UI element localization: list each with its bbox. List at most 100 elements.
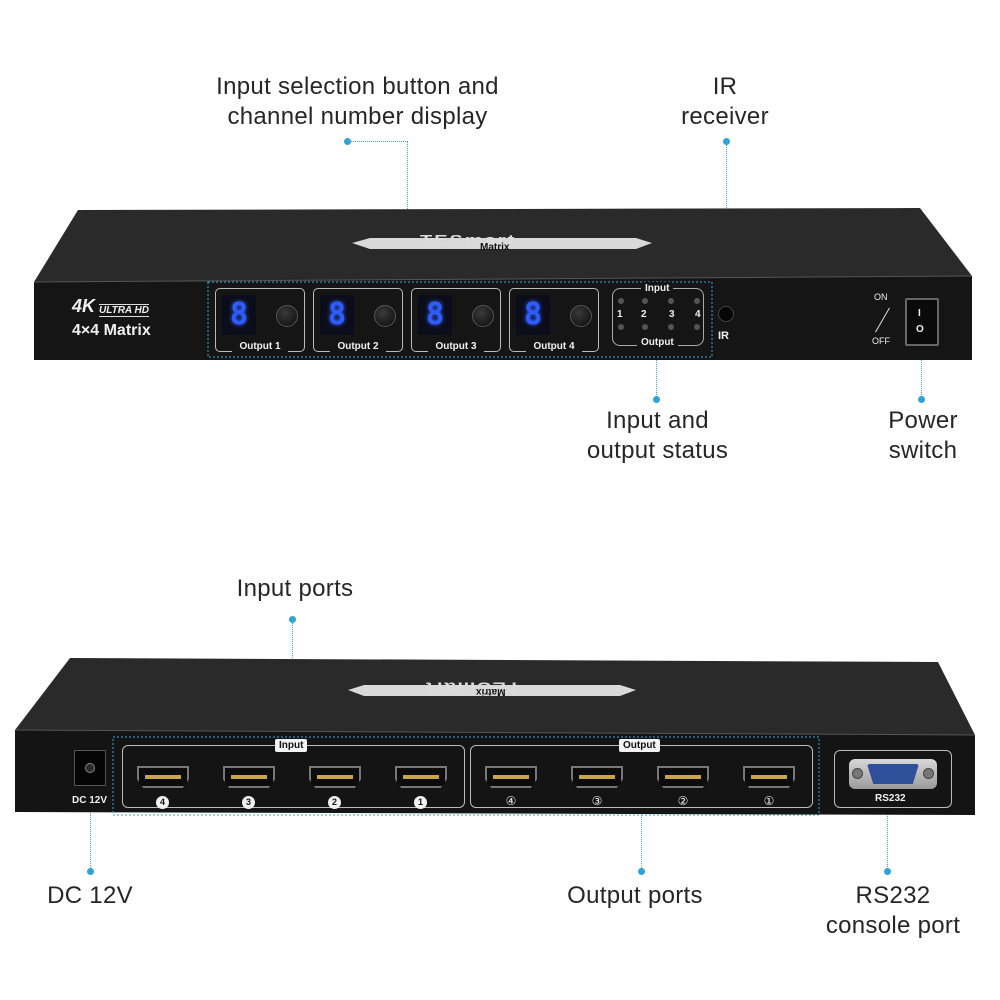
hdmi-input-port[interactable] (395, 766, 447, 788)
logo-ultra-hd: ULTRA HD (99, 304, 149, 317)
leader-dot (723, 304, 730, 311)
leader-line (887, 779, 888, 869)
rs232-port[interactable] (849, 759, 937, 789)
status-number: 4 (695, 309, 701, 320)
hdmi-output-port[interactable] (657, 766, 709, 788)
leader-line (921, 337, 922, 399)
dc-pin-icon (85, 763, 95, 773)
dc-jack[interactable] (74, 750, 106, 786)
caption-line: receiver (681, 103, 769, 130)
hdmi-input-port[interactable] (137, 766, 189, 788)
caption-rs232: RS232 console port (808, 881, 978, 941)
front-brand: TESmart (420, 232, 517, 248)
caption-dc-12v: DC 12V (30, 881, 150, 911)
caption-line: DC 12V (47, 882, 133, 909)
output-label: Output 4 (526, 341, 582, 352)
leader-dot (87, 868, 94, 875)
caption-output-ports: Output ports (550, 881, 720, 911)
front-brand-sub: Matrix (480, 242, 510, 253)
output-display-group: 8 Output 3 (411, 288, 501, 352)
hdmi-input-port[interactable] (309, 766, 361, 788)
caption-line: IR (712, 73, 738, 100)
input-select-button[interactable] (570, 305, 592, 327)
output-port-group: Output ④ ③ ② ① (470, 739, 813, 808)
output-display-group: 8 Output 1 (215, 288, 305, 352)
leader-dot (653, 396, 660, 403)
input-port-number: 2 (328, 796, 341, 809)
status-number: 2 (641, 309, 647, 320)
leader-dot (344, 138, 351, 145)
back-brand-sub: Matrix (476, 686, 506, 697)
matrix-front-panel: TESmart Matrix 4K ULTRA HD 4×4 Matrix 8 … (0, 0, 1000, 380)
output-label: Output 2 (330, 341, 386, 352)
leader-line (407, 141, 408, 297)
caption-line: Input selection button and (216, 73, 499, 100)
input-select-button[interactable] (276, 305, 298, 327)
channel-display: 8 (320, 295, 354, 335)
input-port-number: 1 (414, 796, 427, 809)
caption-input-selection: Input selection button and channel numbe… (190, 72, 525, 132)
channel-display: 8 (222, 295, 256, 335)
leader-dot (638, 868, 645, 875)
leader-line (348, 141, 408, 142)
switch-off-label: OFF (872, 336, 890, 346)
status-input-label: Input (641, 282, 674, 295)
status-number: 3 (669, 309, 675, 320)
output-port-number: ③ (591, 794, 603, 808)
model-label: 4×4 Matrix (72, 322, 151, 339)
logo-4k: 4K (72, 296, 96, 316)
matrix-back-panel: TESmart Matrix DC 12V Input 4 3 2 1 Outp… (0, 600, 1000, 830)
caption-line: switch (888, 437, 958, 464)
switch-slash (875, 307, 890, 333)
screw-icon (852, 768, 863, 779)
input-port-number: 3 (242, 796, 255, 809)
output-port-number: ① (763, 794, 775, 808)
output-label: Output 1 (232, 341, 288, 352)
output-port-number: ④ (505, 794, 517, 808)
hdmi-output-port[interactable] (571, 766, 623, 788)
leader-line (656, 327, 657, 399)
caption-power-switch: Power switch (858, 406, 988, 466)
output-port-number: ② (677, 794, 689, 808)
hdmi-output-port[interactable] (485, 766, 537, 788)
hdmi-input-port[interactable] (223, 766, 275, 788)
caption-io-status: Input and output status (565, 406, 750, 466)
caption-line: output status (586, 437, 729, 464)
caption-line: Power (888, 407, 958, 434)
rs232-label: RS232 (875, 793, 906, 804)
output-label: Output 3 (428, 341, 484, 352)
leader-dot (918, 396, 925, 403)
caption-input-ports: Input ports (215, 574, 375, 604)
input-badge: Input (275, 739, 308, 752)
input-port-group: Input 4 3 2 1 (122, 739, 465, 809)
leader-dot (404, 294, 411, 301)
leader-line (726, 141, 727, 306)
caption-line: console port (825, 912, 961, 939)
leader-line (641, 815, 642, 868)
hdmi-output-port[interactable] (743, 766, 795, 788)
caption-line: Input and (606, 407, 709, 434)
caption-line: Input ports (236, 575, 354, 602)
caption-ir-receiver: IR receiver (660, 72, 790, 132)
output-display-group: 8 Output 4 (509, 288, 599, 352)
input-select-button[interactable] (472, 305, 494, 327)
leader-dot (289, 616, 296, 623)
switch-glyph-on: I (918, 308, 921, 319)
status-led-panel: Input Output 1 2 3 4 (612, 282, 704, 349)
caption-line: Output ports (567, 882, 703, 909)
ir-label: IR (718, 330, 729, 342)
rs232-port-group: RS232 (834, 750, 952, 808)
channel-display: 8 (418, 295, 452, 335)
output-badge: Output (619, 739, 660, 752)
status-number: 1 (617, 309, 623, 320)
caption-line: channel number display (227, 103, 488, 130)
status-leds (618, 298, 700, 330)
channel-display: 8 (516, 295, 550, 335)
db9-connector-icon (867, 764, 919, 784)
caption-line: RS232 (855, 882, 931, 909)
screw-icon (923, 768, 934, 779)
output-display-group: 8 Output 2 (313, 288, 403, 352)
front-device-body (33, 208, 973, 360)
input-select-button[interactable] (374, 305, 396, 327)
switch-on-label: ON (874, 292, 888, 302)
